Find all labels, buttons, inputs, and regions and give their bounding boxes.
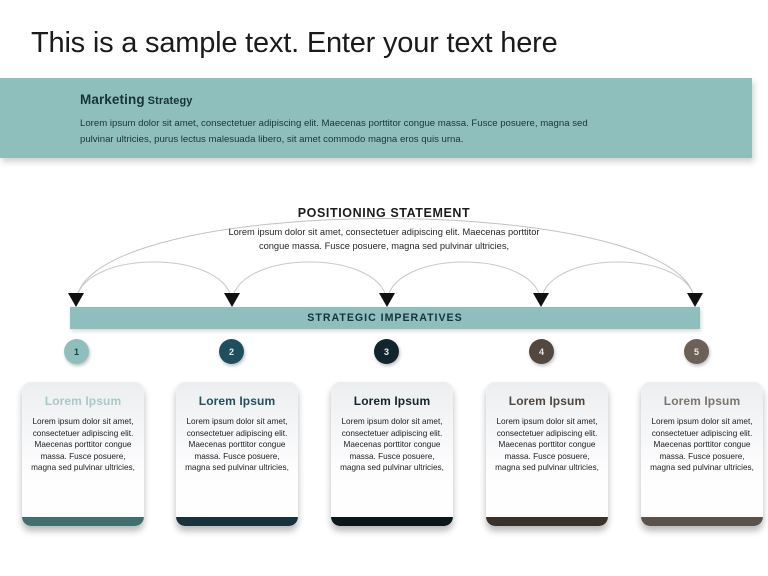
banner-heading-strong: Marketing: [80, 92, 145, 107]
strategic-imperatives-bar: STRATEGIC IMPERATIVES: [70, 307, 700, 329]
step-card-bottom-edge: [22, 517, 144, 526]
step-circle-2[interactable]: 2: [219, 339, 244, 364]
step-circle-4[interactable]: 4: [529, 339, 554, 364]
step-card-title: Lorem Ipsum: [663, 394, 741, 408]
step-card-title: Lorem Ipsum: [353, 394, 431, 408]
step-circle-5[interactable]: 5: [684, 339, 709, 364]
banner-body-line-1: Lorem ipsum dolor sit amet, consectetuer…: [80, 118, 588, 129]
step-card-body: Lorem ipsum dolor sit amet, consectetuer…: [31, 417, 135, 473]
banner-heading-light: Strategy: [147, 95, 193, 107]
step-card-bottom-edge: [486, 517, 608, 526]
step-card-body: Lorem ipsum dolor sit amet, consectetuer…: [495, 417, 599, 473]
banner-body: Lorem ipsum dolor sit amet, consectetuer…: [80, 116, 700, 148]
strategic-imperatives-label: STRATEGIC IMPERATIVES: [307, 312, 463, 324]
positioning-body-line-1: Lorem ipsum dolor sit amet, consectetuer…: [228, 227, 540, 237]
step-circle-1[interactable]: 1: [64, 339, 89, 364]
connector-arcs-and-arrows: [68, 218, 703, 307]
positioning-body-line-2: congue massa. Fusce posuere, magna sed p…: [258, 241, 510, 251]
banner-body-line-2: pulvinar ultricies, purus lectus malesua…: [80, 134, 464, 145]
step-card-bottom-edge: [176, 517, 298, 526]
step-card-title: Lorem Ipsum: [508, 394, 586, 408]
step-card-body: Lorem ipsum dolor sit amet, consectetuer…: [340, 417, 444, 473]
page-title: This is a sample text. Enter your text h…: [31, 27, 558, 59]
positioning-statement-title: POSITIONING STATEMENT: [297, 206, 471, 220]
step-card-bottom-edge: [641, 517, 763, 526]
step-card-body: Lorem ipsum dolor sit amet, consectetuer…: [650, 417, 754, 473]
step-card-title: Lorem Ipsum: [44, 394, 122, 408]
step-card-body: Lorem ipsum dolor sit amet, consectetuer…: [185, 417, 289, 473]
step-circle-3[interactable]: 3: [374, 339, 399, 364]
positioning-statement-body: Lorem ipsum dolor sit amet, consectetuer…: [184, 225, 584, 253]
step-card-title: Lorem Ipsum: [198, 394, 276, 408]
step-card-bottom-edge: [331, 517, 453, 526]
